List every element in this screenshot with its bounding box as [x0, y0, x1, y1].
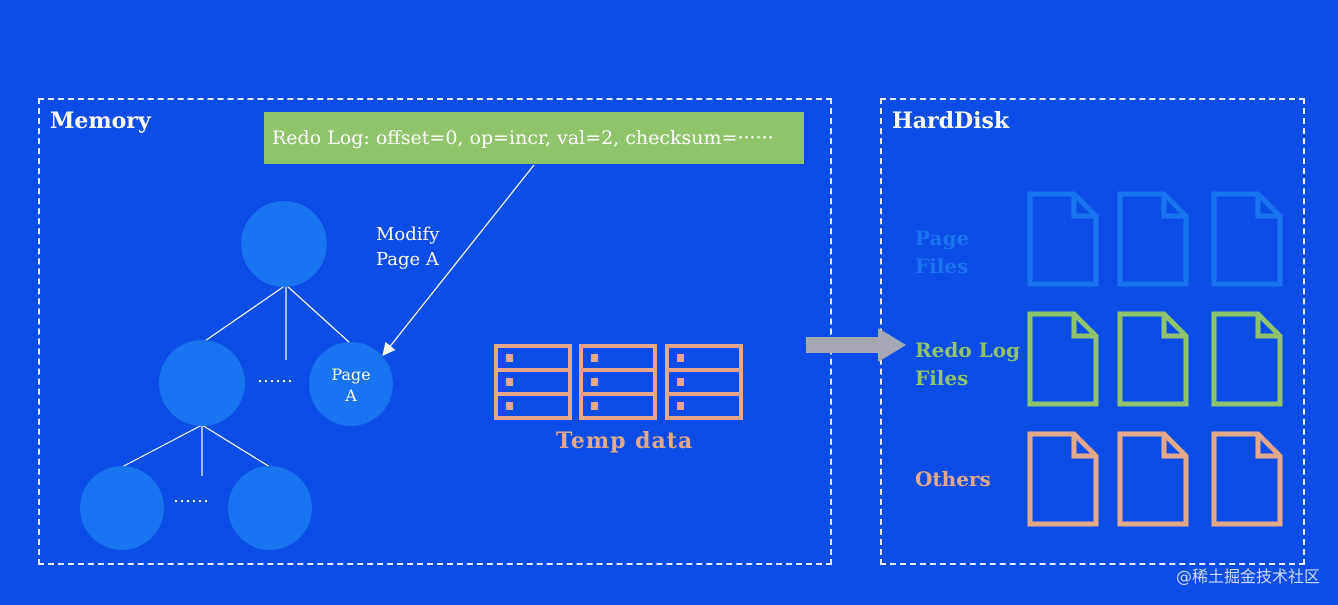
file-icon [1211, 311, 1283, 407]
tree-edges [121, 284, 351, 476]
redo-log-files-label-line1: Redo Log [915, 338, 1021, 362]
redo-log-box: Redo Log: offset=0, op=incr, val=2, chec… [264, 112, 804, 164]
modify-label-line2: Page A [376, 249, 439, 270]
ellipsis-lower: …… [173, 486, 209, 507]
tree-leaf-left [80, 466, 164, 550]
others-label-line1: Others [915, 467, 991, 491]
modify-label-line1: Modify [376, 224, 440, 245]
storage-block-3 [665, 344, 743, 420]
temp-data-storage [494, 344, 743, 420]
redo-log-text: Redo Log: offset=0, op=incr, val=2, chec… [272, 127, 774, 149]
storage-block-2 [579, 344, 657, 420]
page-files-label-line1: Page [915, 226, 970, 250]
redo-log-files-label: Redo Log Files [915, 336, 1020, 392]
tree-root-node [241, 201, 327, 287]
file-icon [1117, 191, 1189, 287]
watermark: @稀土掘金技术社区 [1175, 567, 1320, 586]
tree-node-page-a [309, 342, 393, 426]
temp-data-label: Temp data [556, 428, 694, 454]
file-icon [1027, 311, 1099, 407]
tree-leaf-right [228, 466, 312, 550]
file-icon [1117, 431, 1189, 527]
memory-title: Memory [50, 108, 151, 134]
file-icon [1027, 191, 1099, 287]
modify-arrow [382, 164, 535, 357]
tree-node-left [159, 340, 245, 426]
storage-block-1 [494, 344, 572, 420]
file-icon [1027, 431, 1099, 527]
page-a-label-line2: A [345, 386, 357, 405]
redo-log-files-label-line2: Files [915, 366, 969, 390]
page-files-label-line2: Files [915, 254, 969, 278]
harddisk-title: HardDisk [892, 108, 1010, 134]
file-icon [1211, 191, 1283, 287]
modify-label: Modify Page A [376, 222, 439, 272]
file-icon [1211, 431, 1283, 527]
memory-panel [38, 98, 832, 565]
file-icons [1027, 191, 1283, 527]
flush-arrow [806, 328, 906, 362]
page-a-label-line1: Page [331, 365, 371, 384]
others-label: Others [915, 465, 991, 493]
file-icon [1117, 311, 1189, 407]
ellipsis-upper: …… [257, 366, 293, 387]
page-a-label: Page A [321, 364, 381, 406]
page-files-label: Page Files [915, 224, 969, 280]
